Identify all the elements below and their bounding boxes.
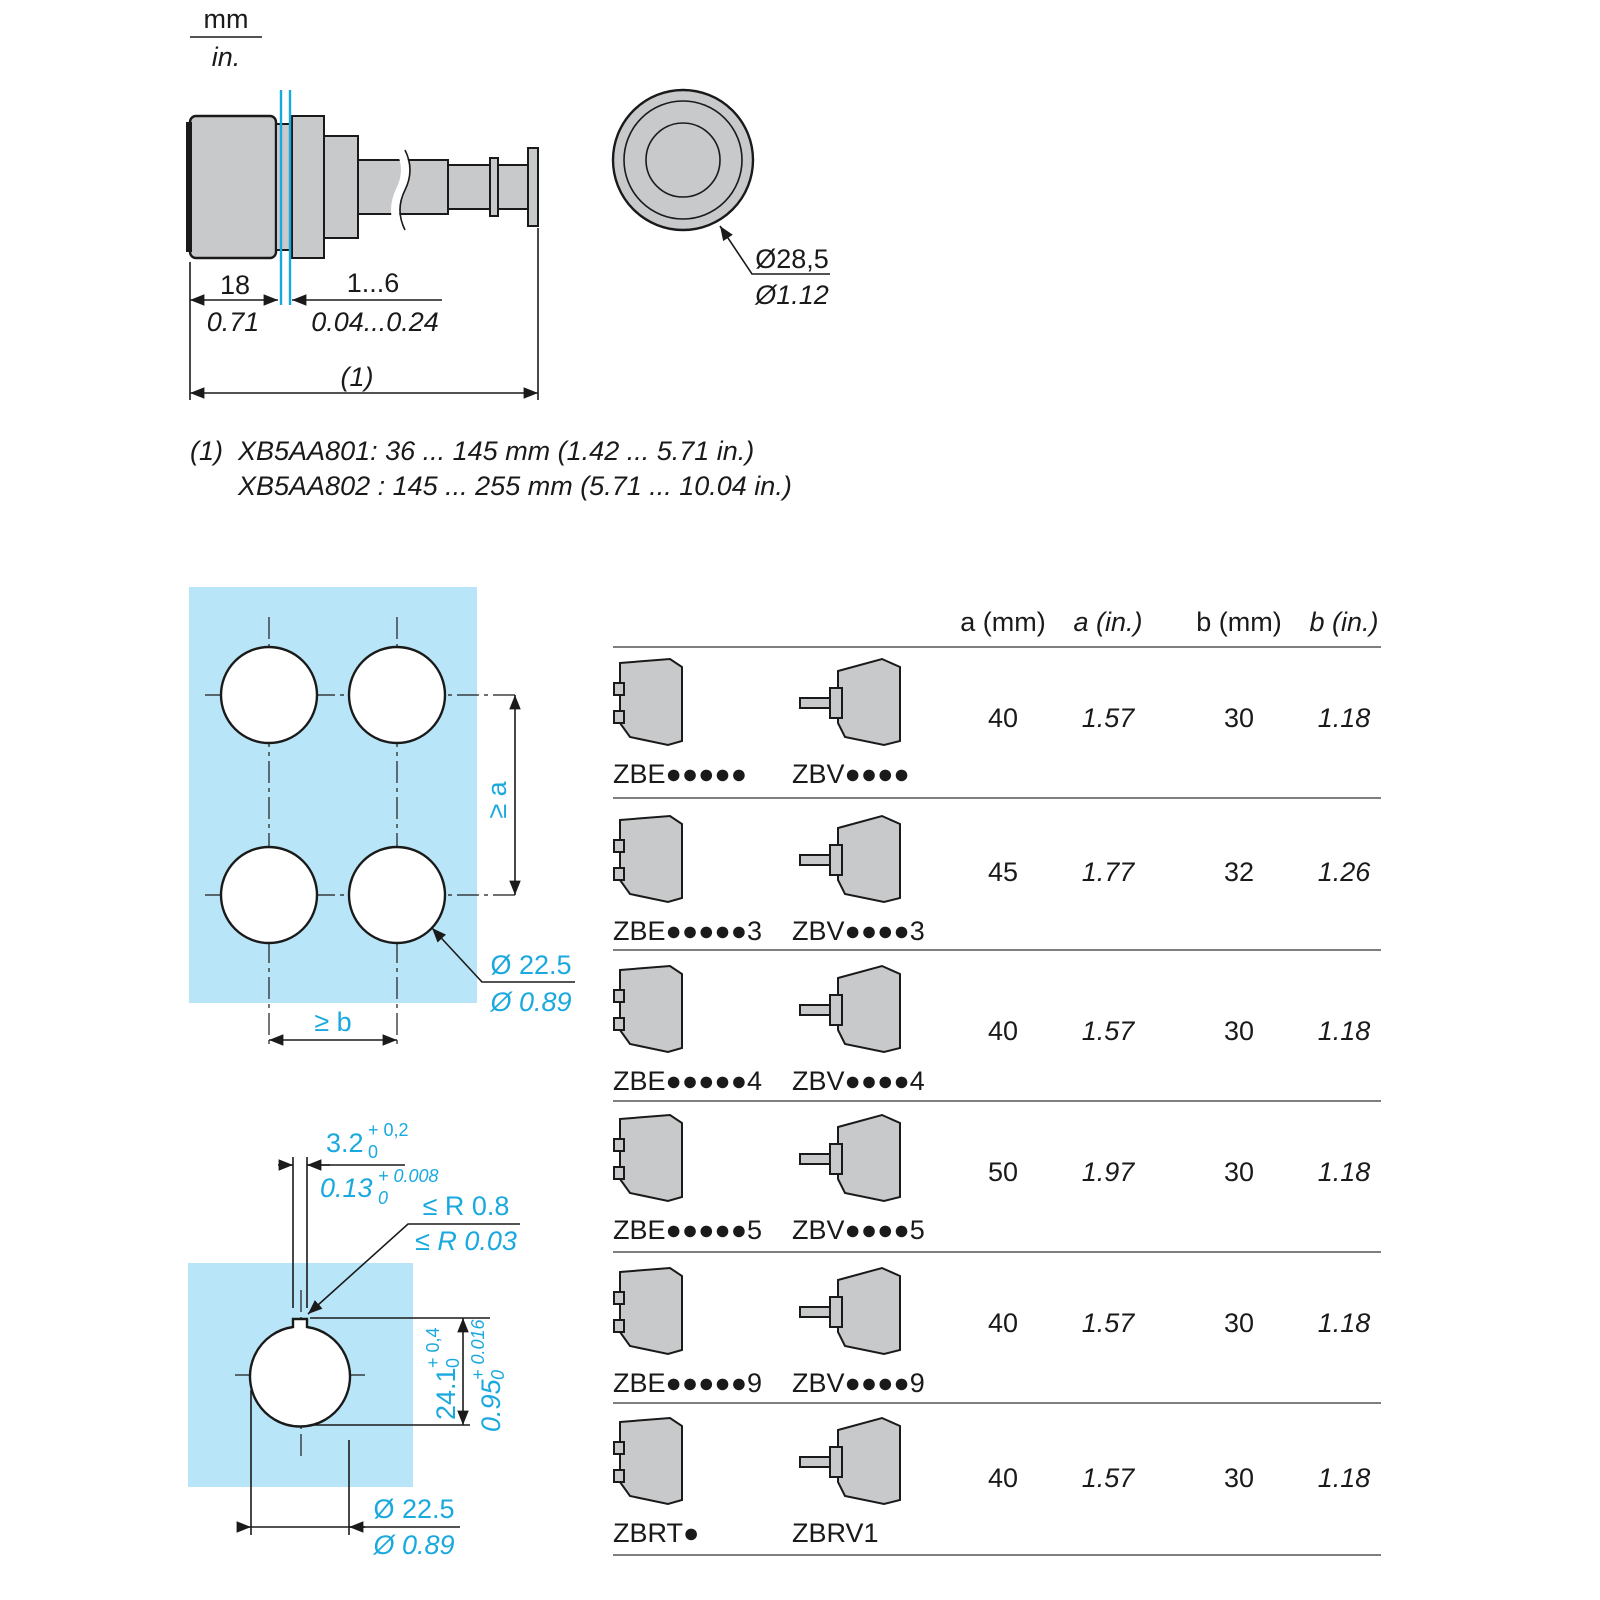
front-diameter-in: Ø1.12 [754, 280, 829, 310]
cell-b-in: 1.26 [1318, 857, 1372, 887]
header-b-in: b (in.) [1309, 607, 1378, 637]
key-width-mm: 3.2 [326, 1128, 364, 1158]
height-in-tol-lower: 0 [488, 1370, 508, 1380]
light-block-icon [799, 814, 901, 904]
cell-b-in: 1.18 [1318, 1308, 1371, 1338]
dim-total-length: (1) [341, 362, 374, 392]
contact-block-icon [613, 1113, 683, 1203]
cell-b-mm: 30 [1224, 703, 1254, 733]
front-view: Ø28,5 Ø1.12 [611, 88, 830, 310]
spacing-a-label: ≥ a [482, 780, 512, 818]
key-width-mm-tol-lower: 0 [368, 1142, 378, 1162]
cell-b-in: 1.18 [1318, 1157, 1371, 1187]
header-a-in: a (in.) [1073, 607, 1142, 637]
dim-panel-in: 0.04...0.24 [311, 307, 439, 337]
cutout-detail: 3.2 + 0,2 0 0.13 + 0.008 0 ≤ R 0.8 ≤ R 0… [188, 1120, 520, 1560]
contact-block-icon [613, 1266, 683, 1356]
spacing-b-label: ≥ b [314, 1007, 351, 1037]
cell-b-mm: 30 [1224, 1463, 1254, 1493]
header-a-mm: a (mm) [960, 607, 1045, 637]
units-legend: mm in. [190, 4, 262, 72]
side-view: 18 0.71 1...6 0.04...0.24 (1) [186, 90, 539, 400]
unit-in: in. [212, 42, 241, 72]
mounting-holes [219, 645, 447, 945]
cell-a-mm: 45 [988, 857, 1018, 887]
table-row: ZBRT● ZBRV1 40 1.57 30 1.18 [613, 1416, 1381, 1556]
height-mm-tol-upper: + 0,4 [423, 1327, 443, 1368]
cell-a-mm: 40 [988, 1016, 1018, 1046]
unit-mm: mm [204, 4, 249, 34]
reference-label: ZBE●●●●●4 [613, 1066, 762, 1096]
table-row: ZBE●●●●●4 ZBV●●●●4 40 1.57 30 1.18 [613, 964, 1381, 1102]
reference-label: ZBV●●●●5 [792, 1215, 925, 1245]
key-width-in-tol-lower: 0 [378, 1188, 388, 1208]
cell-a-in: 1.57 [1082, 1016, 1136, 1046]
reference-label: ZBV●●●●3 [792, 916, 925, 946]
cell-a-mm: 40 [988, 1463, 1018, 1493]
cell-b-in: 1.18 [1318, 703, 1371, 733]
cell-b-mm: 30 [1224, 1016, 1254, 1046]
radius-in: ≤ R 0.03 [415, 1226, 517, 1256]
radius-mm: ≤ R 0.8 [423, 1191, 510, 1221]
cell-a-in: 1.57 [1082, 1308, 1136, 1338]
reference-label: ZBE●●●●● [613, 759, 747, 789]
table-row: ZBE●●●●●3 ZBV●●●●3 45 1.77 32 1.26 [613, 814, 1381, 951]
table-row: ZBE●●●●● ZBV●●●● 40 1.57 30 1.18 [613, 657, 1381, 799]
reference-label: ZBRV1 [792, 1518, 879, 1548]
footnote-line-2: XB5AA802 : 145 ... 255 mm (5.71 ... 10.0… [237, 471, 792, 501]
cell-a-mm: 50 [988, 1157, 1018, 1187]
cell-b-mm: 30 [1224, 1308, 1254, 1338]
cell-a-in: 1.57 [1082, 1463, 1136, 1493]
height-mm-tol-lower: 0 [443, 1358, 463, 1368]
key-width-in: 0.13 [320, 1173, 373, 1203]
reference-label: ZBE●●●●●9 [613, 1368, 762, 1398]
contact-block-icon [613, 1416, 683, 1506]
light-block-icon [799, 964, 901, 1054]
height-in: 0.95 [476, 1378, 506, 1432]
light-block-icon [799, 1416, 901, 1506]
dim-18-in: 0.71 [207, 307, 260, 337]
key-width-mm-tol-upper: + 0,2 [368, 1120, 409, 1140]
cell-a-in: 1.97 [1082, 1157, 1136, 1187]
cell-a-mm: 40 [988, 703, 1018, 733]
cell-a-mm: 40 [988, 1308, 1018, 1338]
cell-b-mm: 32 [1224, 857, 1254, 887]
light-block-icon [799, 1266, 901, 1356]
footnote: (1) XB5AA801: 36 ... 145 mm (1.42 ... 5.… [190, 436, 792, 501]
panel-layout: ≥ a ≥ b Ø 22.5 Ø 0.89 [189, 587, 575, 1048]
cutout-diameter-in: Ø 0.89 [372, 1530, 454, 1560]
key-width-in-tol-upper: + 0.008 [378, 1166, 439, 1186]
reference-label: ZBRT● [613, 1518, 699, 1548]
reference-label: ZBV●●●●4 [792, 1066, 925, 1096]
dim-panel-mm: 1...6 [347, 268, 400, 298]
height-in-tol-upper: + 0.016 [468, 1318, 488, 1380]
hole-diameter-mm: Ø 22.5 [490, 950, 571, 980]
keyed-cutout-hole [248, 1317, 352, 1428]
contact-block-icon [613, 964, 683, 1054]
contact-block-icon [613, 657, 683, 747]
light-block-icon [799, 1113, 901, 1203]
footnote-line-1: XB5AA801: 36 ... 145 mm (1.42 ... 5.71 i… [237, 436, 754, 466]
reference-label: ZBE●●●●●5 [613, 1215, 762, 1245]
cell-b-mm: 30 [1224, 1157, 1254, 1187]
header-b-mm: b (mm) [1196, 607, 1281, 637]
footnote-marker: (1) [190, 436, 223, 466]
table-row: ZBE●●●●●5 ZBV●●●●5 50 1.97 30 1.18 [613, 1113, 1381, 1253]
light-block-icon [799, 657, 901, 747]
cutout-diameter-mm: Ø 22.5 [373, 1494, 454, 1524]
dim-18-mm: 18 [220, 270, 250, 300]
table-row: ZBE●●●●●9 ZBV●●●●9 40 1.57 30 1.18 [613, 1266, 1381, 1404]
height-mm: 24.1 [431, 1367, 461, 1420]
front-diameter-mm: Ø28,5 [755, 244, 829, 274]
spacing-table: a (mm) a (in.) b (mm) b (in.) ZBE●●●●●ZB… [613, 607, 1381, 1556]
cell-b-in: 1.18 [1318, 1463, 1371, 1493]
cell-a-in: 1.77 [1082, 857, 1136, 887]
reference-label: ZBV●●●●9 [792, 1368, 925, 1398]
contact-block-icon [613, 814, 683, 904]
cell-a-in: 1.57 [1082, 703, 1136, 733]
reference-label: ZBE●●●●●3 [613, 916, 762, 946]
hole-diameter-in: Ø 0.89 [489, 987, 571, 1017]
cell-b-in: 1.18 [1318, 1016, 1371, 1046]
reference-label: ZBV●●●● [792, 759, 910, 789]
